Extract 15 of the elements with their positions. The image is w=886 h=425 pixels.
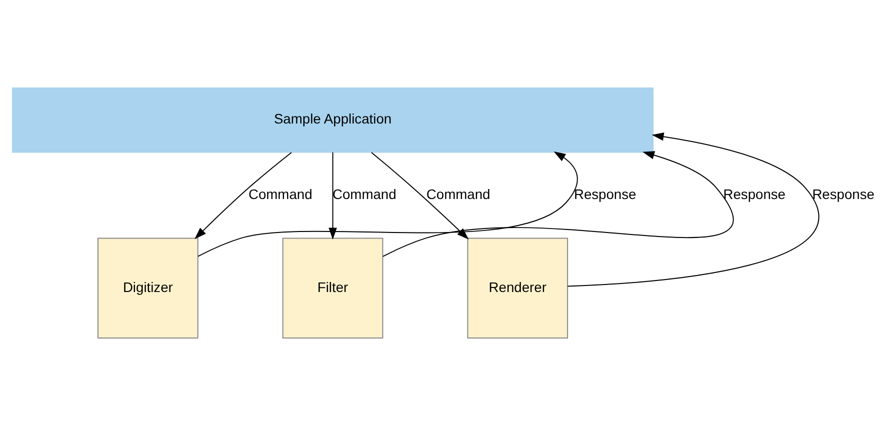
- edge-label: Response: [723, 185, 786, 202]
- node-box: Renderer: [467, 237, 568, 338]
- node-box: Digitizer: [98, 237, 198, 338]
- node-box: Sample Application: [12, 86, 654, 152]
- edge-label: Response: [812, 185, 874, 202]
- arrow: [198, 150, 578, 256]
- node-box: Filter: [282, 237, 384, 338]
- arrow: [328, 151, 337, 240]
- arrow: [382, 150, 734, 256]
- edge-label: Response: [574, 185, 636, 202]
- arrow: [567, 132, 819, 286]
- edge-label: Command: [248, 185, 312, 202]
- arrow: [194, 151, 292, 239]
- edge-label: Command: [426, 185, 490, 202]
- edge-label: Command: [332, 185, 396, 202]
